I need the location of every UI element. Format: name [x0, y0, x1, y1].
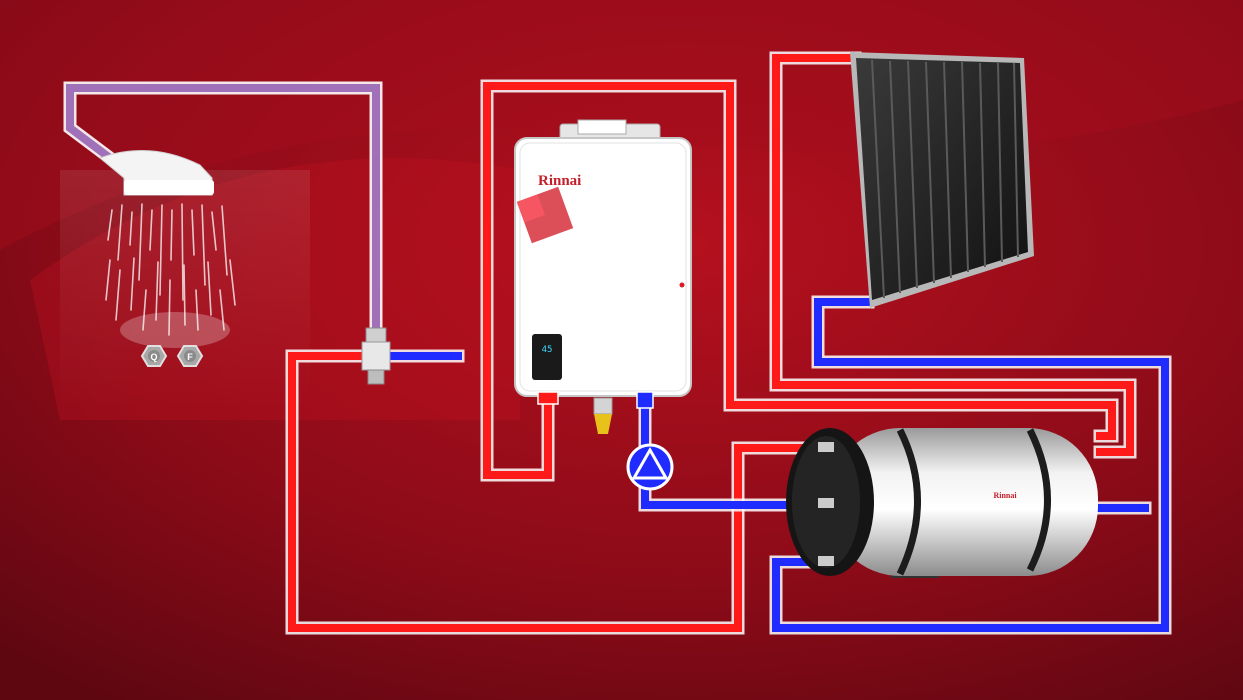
valve-hot[interactable]: Q [140, 345, 168, 367]
storage-tank-icon [786, 428, 1098, 578]
solar-panel-icon [850, 52, 1034, 308]
heater-control-panel[interactable] [532, 334, 562, 380]
valve-cold[interactable]: F [176, 345, 204, 367]
cold-pipe-2 [641, 396, 829, 509]
brand-logo-mark [516, 186, 574, 244]
heater-display: 45 [542, 345, 553, 355]
hot-pipe-3 [772, 54, 1134, 456]
mixing-valve-icon[interactable] [361, 327, 391, 385]
shower-head-icon [99, 150, 214, 196]
heater-indicator-light [679, 282, 685, 288]
water-spray [105, 203, 236, 336]
tank-brand: Rinnai [993, 491, 1017, 500]
pump-icon[interactable] [626, 443, 674, 491]
heater-brand: Rinnai [538, 173, 581, 189]
valve-hot-letter: Q [150, 352, 157, 362]
water-heater-icon [514, 119, 692, 434]
mixed-pipe [66, 84, 380, 339]
water-mist [120, 312, 230, 348]
hot-pipe-1 [288, 352, 829, 632]
hot-pipe-2 [483, 82, 1116, 479]
cold-pipe-3 [772, 298, 1169, 632]
valve-cold-letter: F [187, 352, 193, 362]
